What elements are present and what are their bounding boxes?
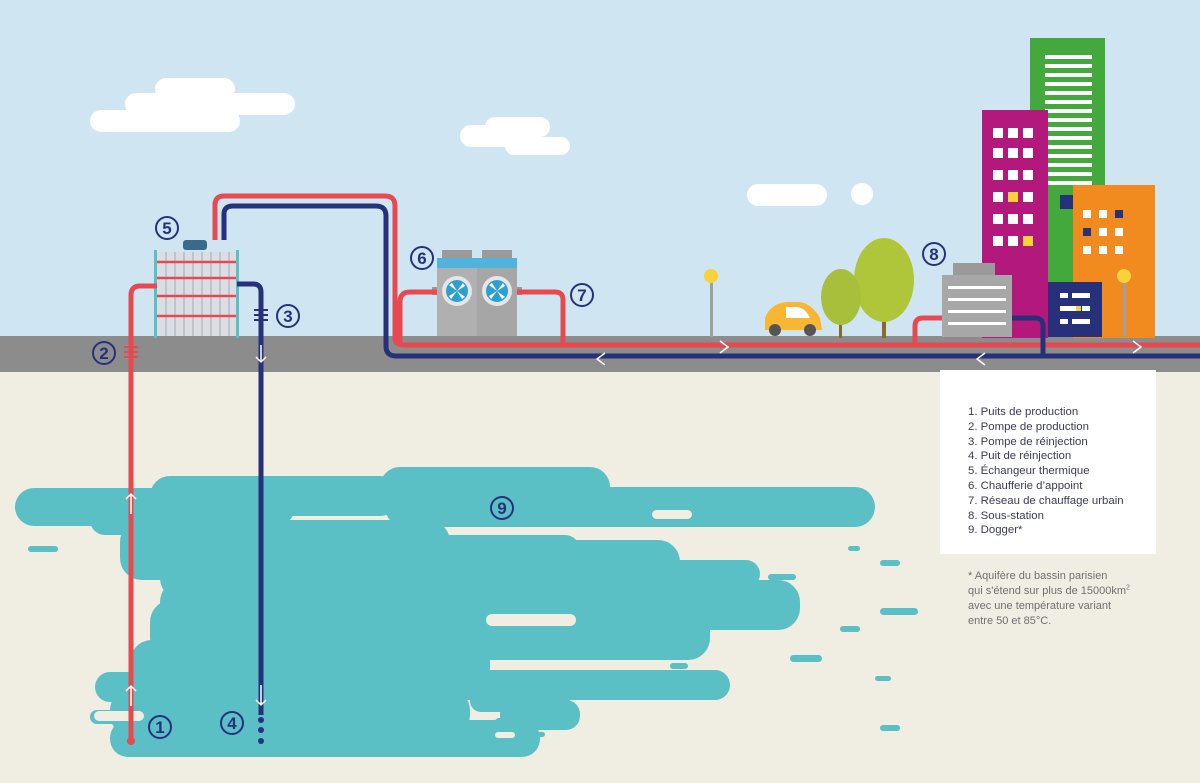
hot-pipe-production: [128, 283, 157, 740]
legend-item: 3. Pompe de réinjection: [968, 435, 1088, 448]
marker-8: 8: [922, 242, 946, 266]
aquifer-icon: [15, 467, 918, 757]
marker-9: 9: [490, 496, 514, 520]
footnote-superscript: 2: [1126, 584, 1130, 592]
production-pump-icon: [124, 346, 138, 358]
marker-1: 1: [148, 715, 172, 739]
pipes: [128, 193, 1200, 740]
car-icon: [765, 302, 822, 336]
svg-text:8: 8: [929, 245, 938, 264]
marker-4: 4: [220, 711, 244, 735]
production-well-icon: [127, 737, 135, 745]
footnote-line-1: * Aquifère du bassin parisien: [968, 570, 1108, 582]
marker-3: 3: [276, 304, 300, 328]
legend-box: 1. Puits de production 2. Pompe de produ…: [940, 370, 1156, 554]
marker-6: 6: [410, 246, 434, 270]
marker-5: 5: [155, 216, 179, 240]
backup-boiler-icon: [432, 250, 522, 336]
footnote-line-2-text: qui s'étend sur plus de 15000km: [968, 585, 1127, 597]
legend-item: 2. Pompe de production: [968, 420, 1089, 433]
footnote-line-2: qui s'étend sur plus de 15000km2: [968, 584, 1168, 599]
svg-text:1: 1: [155, 718, 164, 737]
reinjection-pump-icon: [254, 309, 268, 321]
svg-text:6: 6: [417, 249, 426, 268]
footnote-line-3: avec une température variant: [968, 600, 1112, 612]
legend-item: 6. Chaufferie d’appoint: [968, 479, 1083, 492]
flow-arrows: [125, 340, 1143, 707]
svg-text:5: 5: [162, 219, 171, 238]
svg-text:3: 3: [283, 307, 292, 326]
number-markers: 1 2 3 4 5 6 7 8 9: [92, 216, 946, 739]
legend-item: 7. Réseau de chauffage urbain: [968, 494, 1124, 507]
cold-pipe-network: [221, 203, 1200, 359]
legend-item: 4. Puit de réinjection: [968, 450, 1072, 463]
legend-item: 9. Dogger*: [968, 524, 1023, 537]
svg-text:4: 4: [227, 714, 237, 733]
svg-text:7: 7: [577, 286, 586, 305]
heat-exchanger-icon: [154, 240, 239, 338]
legend-item: 8. Sous-station: [968, 509, 1044, 522]
street-lamps: [704, 269, 1131, 337]
marker-7: 7: [570, 283, 594, 307]
footnote-line-4: entre 50 et 85°C.: [968, 615, 1052, 627]
clouds: [90, 78, 873, 206]
reinjection-well-icon: [258, 717, 264, 744]
svg-text:9: 9: [497, 499, 506, 518]
trees: [821, 238, 914, 338]
marker-2: 2: [92, 341, 116, 365]
substation-icon: [942, 263, 1012, 337]
cold-pipe-reinjection: [237, 281, 264, 715]
legend-list: 1. Puits de production 2. Pompe de produ…: [968, 405, 1156, 538]
legend-item: 5. Échangeur thermique: [968, 465, 1090, 478]
svg-text:2: 2: [99, 344, 108, 363]
legend-item: 1. Puits de production: [968, 406, 1079, 418]
footnote: * Aquifère du bassin parisien qui s'éten…: [968, 569, 1168, 629]
